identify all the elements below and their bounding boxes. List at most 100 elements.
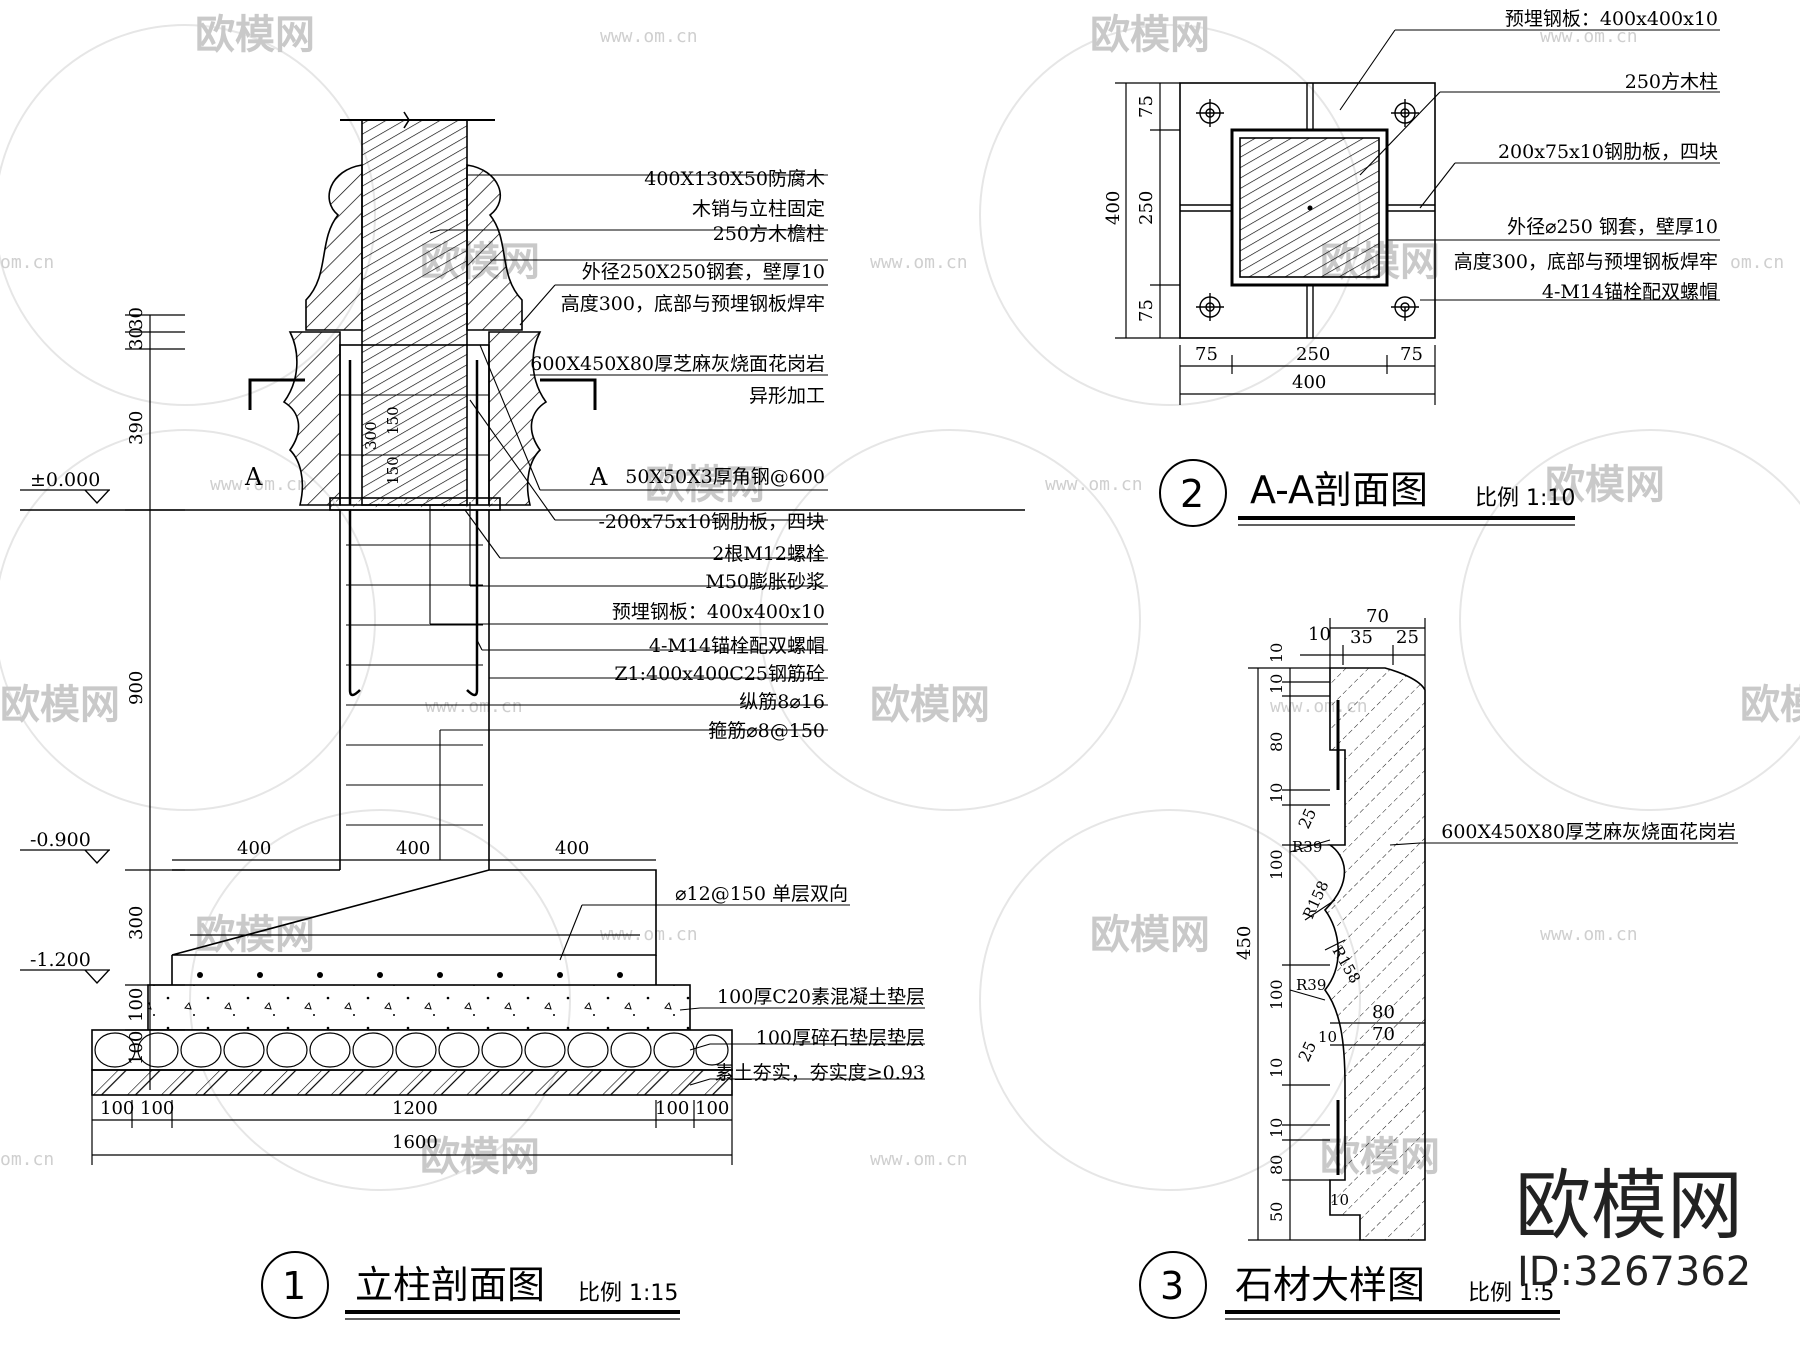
anchor-hook: [466, 510, 479, 697]
watermark-url: om.cn: [0, 252, 54, 273]
dim-250: 250: [1136, 191, 1157, 225]
dim-10: 10: [1308, 624, 1331, 645]
watermark-url: www.om.cn: [870, 1149, 968, 1170]
anchor-hook: [348, 510, 361, 697]
dim-10: 10: [1267, 643, 1286, 663]
detail-scale: 比例 1:10: [1475, 486, 1575, 511]
dim-v-900: 900: [126, 671, 147, 705]
level-minus-1-2: -1.200: [30, 949, 91, 971]
label-sleeve-height: 高度300，底部与预埋钢板焊牢: [561, 293, 825, 315]
section-mark-right: [540, 378, 597, 410]
label-concrete-cushion: 100厚C20素混凝土垫层: [717, 986, 925, 1008]
label-embedded-plate: 预埋钢板：400x400x10: [1505, 8, 1718, 30]
dim-400: 400: [1292, 372, 1326, 393]
watermark-brand: 欧模网: [0, 682, 120, 728]
granite-stone-left: [282, 331, 341, 506]
dim-10: 10: [1330, 1191, 1349, 1209]
detail-number-circle: [261, 1251, 329, 1319]
dim-100: 100: [1267, 849, 1286, 880]
detail-title: 立柱剖面图: [355, 1263, 545, 1307]
dim-v-100: 100: [126, 988, 147, 1022]
watermark-brand: 欧模网: [870, 682, 990, 728]
label-granite: 600X450X80厚芝麻灰烧面花岗岩: [530, 353, 825, 375]
watermark-brand: 欧模网: [645, 462, 765, 508]
section-letter-a: A: [589, 463, 608, 491]
label-sleeve-height: 高度300，底部与预埋钢板焊牢: [1454, 251, 1718, 273]
label-angle-steel: 50X50X3厚角钢@600: [625, 466, 825, 488]
dim-80: 80: [1267, 1155, 1286, 1175]
label-wood-board: 400X130X50防腐木: [644, 168, 825, 190]
watermark-url: www.om.cn: [600, 924, 698, 945]
detail-number: 1: [282, 1264, 306, 1308]
break-mark: [403, 111, 410, 129]
detail-number-circle: [1139, 1251, 1207, 1319]
dim-100: 100: [655, 1098, 689, 1119]
label-wood-column: 250方木柱: [1625, 71, 1718, 93]
leader-lines: [429, 174, 925, 1086]
label-footing-rebar: ⌀12@150 单层双向: [675, 883, 848, 905]
label-gravel: 100厚碎石垫层垫层: [756, 1027, 925, 1049]
level-minus-0-9: -0.900: [30, 829, 91, 851]
dimension-ticks: [125, 314, 185, 1071]
label-soil: 素土夯实，夯实度≥0.93: [715, 1062, 925, 1084]
dim-75: 75: [1400, 344, 1423, 365]
label-pier-z1: Z1:400x400C25钢筋砼: [614, 663, 825, 685]
detail-3-stone-detail: 70 10 35 25 450 10 10 80 10 25 100 100 2…: [1139, 606, 1738, 1320]
rib-plates: [1180, 83, 1435, 338]
dim-80: 80: [1267, 732, 1286, 752]
dim-80: 80: [1372, 1002, 1395, 1023]
dim-100: 100: [100, 1098, 134, 1119]
label-wood-pin: 木销与立柱固定: [692, 198, 825, 220]
stirrups: [346, 544, 483, 826]
dim-v-390: 390: [126, 411, 147, 445]
dim-25: 25: [1294, 805, 1320, 831]
dim-25: 25: [1294, 1038, 1320, 1064]
watermark-brand: 欧模网: [1090, 912, 1210, 958]
dim-10: 10: [1318, 1028, 1337, 1046]
rebar-dots: [197, 972, 623, 978]
label-embedded-plate: 预埋钢板：400x400x10: [612, 601, 825, 623]
label-granite: 600X450X80厚芝麻灰烧面花岗岩: [1441, 821, 1736, 843]
dim-1600: 1600: [392, 1132, 438, 1153]
dim-100: 100: [140, 1098, 174, 1119]
dim-75: 75: [1136, 299, 1157, 322]
watermark-brand: 欧模网: [420, 1134, 540, 1180]
label-longitudinal-bars: 纵筋8⌀16: [739, 691, 825, 713]
wood-cladding-left: [305, 164, 363, 331]
watermark-url: www.om.cn: [870, 252, 968, 273]
label-shaped: 异形加工: [749, 385, 825, 407]
radius-label: R158: [1299, 878, 1332, 922]
dim-10: 10: [1267, 1118, 1286, 1138]
radius-label: R39: [1292, 838, 1322, 856]
watermark-url: om.cn: [1730, 252, 1784, 273]
dim-10: 10: [1267, 783, 1286, 803]
label-steel-sleeve: 外径250X250钢套，壁厚10: [582, 261, 825, 283]
dim-10: 10: [1267, 1058, 1286, 1078]
dim-inner-150: 150: [384, 406, 402, 435]
detail-number-circle: [1159, 459, 1227, 527]
detail-title: A-A剖面图: [1250, 468, 1428, 512]
watermark-url: www.om.cn: [1540, 26, 1638, 47]
dim-400: 400: [555, 838, 589, 859]
detail-scale: 比例 1:5: [1468, 1281, 1554, 1306]
steel-sleeve-plan: [1230, 128, 1389, 287]
wood-cladding-right: [466, 164, 523, 331]
section-letter-a: A: [244, 463, 263, 491]
watermark-url: www.om.cn: [600, 26, 698, 47]
watermark-url: om.cn: [0, 1149, 54, 1170]
dim-35: 35: [1350, 627, 1373, 648]
label-rib-plates: 200x75x10钢肋板，四块: [1498, 141, 1718, 163]
watermark-url: www.om.cn: [1045, 474, 1143, 495]
watermark-brand: 欧模网: [1090, 12, 1210, 58]
compacted-soil: [91, 1069, 733, 1096]
dim-100: 100: [1267, 979, 1286, 1010]
corner-brand: 欧模网: [1515, 1161, 1743, 1250]
watermark-brand: 欧模网: [1545, 462, 1665, 508]
label-m12-bolts: 2根M12螺栓: [712, 543, 825, 565]
label-wood-column: 250方木檐柱: [713, 223, 825, 245]
watermark-url: www.om.cn: [425, 696, 523, 717]
watermark-brand: 欧模网: [1740, 682, 1800, 728]
label-mortar: M50膨胀砂浆: [705, 571, 825, 593]
dim-v-100: 100: [126, 1031, 147, 1065]
